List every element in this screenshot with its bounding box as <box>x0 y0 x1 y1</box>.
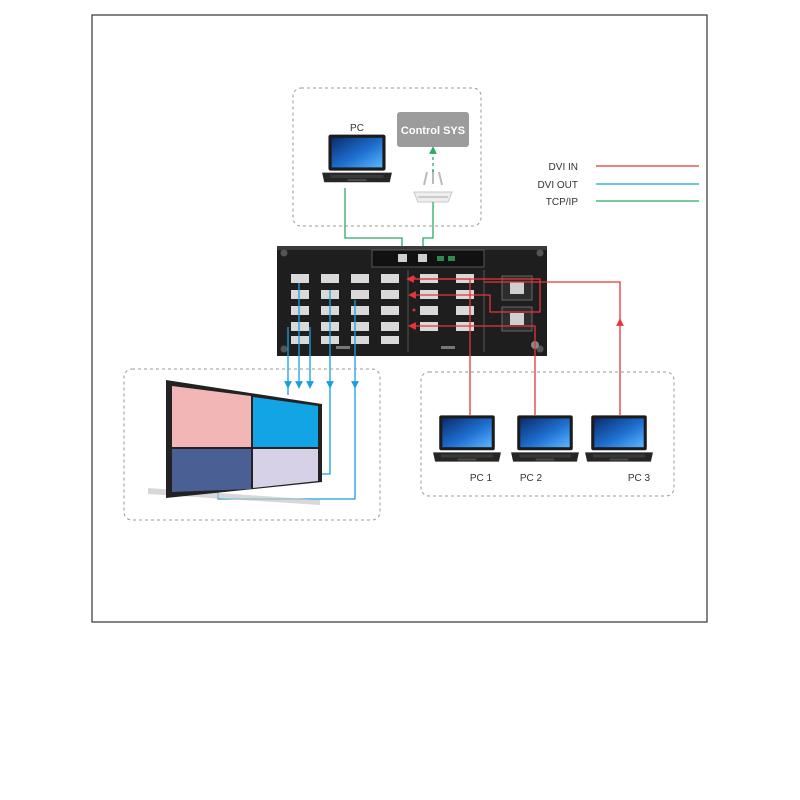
router-icon <box>413 170 453 203</box>
pc3-label: PC 3 <box>628 473 651 484</box>
wall-panel-top-right <box>253 397 318 447</box>
wall-panel-bottom-left <box>172 449 251 492</box>
control-sys-label: Control SYS <box>401 125 465 137</box>
matrix-switcher-device <box>277 246 547 356</box>
legend-dvi-out-label: DVI OUT <box>537 180 578 191</box>
pc1-laptop-icon <box>433 415 501 462</box>
video-wall-display <box>148 380 322 505</box>
dvi-in-connections <box>406 275 624 415</box>
pc3-laptop-icon <box>585 415 653 462</box>
control-group-box <box>292 87 482 227</box>
wall-panel-top-left <box>172 386 251 447</box>
video-wall-group-box <box>123 368 381 521</box>
pc1-label: PC 1 <box>470 473 493 484</box>
legend-tcpip-label: TCP/IP <box>546 197 579 208</box>
legend-dvi-in-label: DVI IN <box>549 162 578 173</box>
legend: DVI IN DVI OUT TCP/IP <box>537 162 699 208</box>
control-sys-box <box>397 112 469 147</box>
pc2-laptop-icon <box>511 415 579 462</box>
pc2-label: PC 2 <box>520 473 543 484</box>
pc-top-laptop-icon <box>322 134 392 183</box>
outer-frame <box>91 14 708 623</box>
wall-panel-bottom-right <box>253 449 318 488</box>
pc-top-label: PC <box>350 123 364 134</box>
pc-group-box <box>420 371 675 497</box>
